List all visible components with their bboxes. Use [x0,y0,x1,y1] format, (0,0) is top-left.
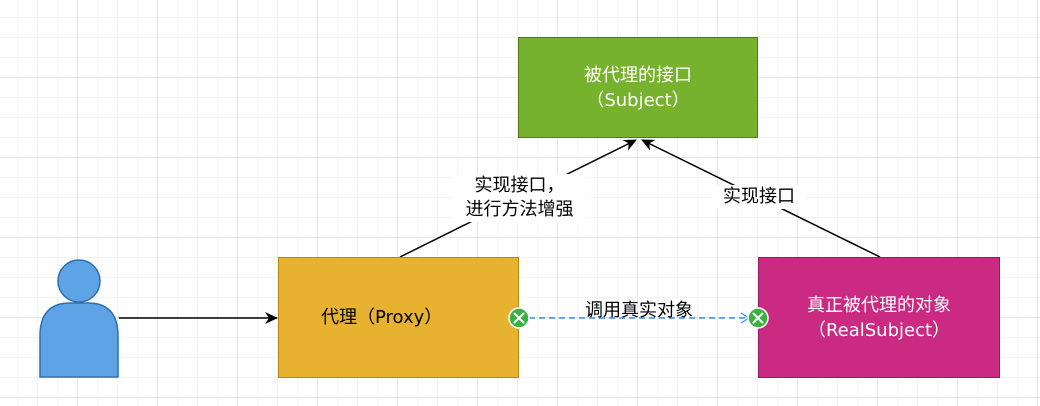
real-implements-label: 实现接口 [712,185,806,209]
proxy-node[interactable]: 代理（Proxy） [278,257,519,378]
x-circle-icon[interactable] [747,307,769,329]
subject-interface-node[interactable]: 被代理的接口 （Subject） [518,37,758,138]
proxy-node-label: 代理（Proxy） [321,307,443,328]
real-subject-node-subtitle: （RealSubject） [807,319,951,341]
user-icon[interactable] [39,259,119,378]
proxy-implements-label: 实现接口， 进行方法增强 [452,174,587,222]
subject-node-title: 被代理的接口 [584,64,692,86]
proxy-calls-real-label: 调用真实对象 [585,300,693,321]
real-subject-node-title: 真正被代理的对象 [807,294,951,316]
proxy-implements-label-line2: 进行方法增强 [465,199,574,220]
subject-node-subtitle: （Subject） [586,89,690,111]
real-subject-node[interactable]: 真正被代理的对象 （RealSubject） [758,257,1000,378]
proxy-implements-label-line1: 实现接口， [474,175,565,196]
x-circle-icon[interactable] [508,307,530,329]
